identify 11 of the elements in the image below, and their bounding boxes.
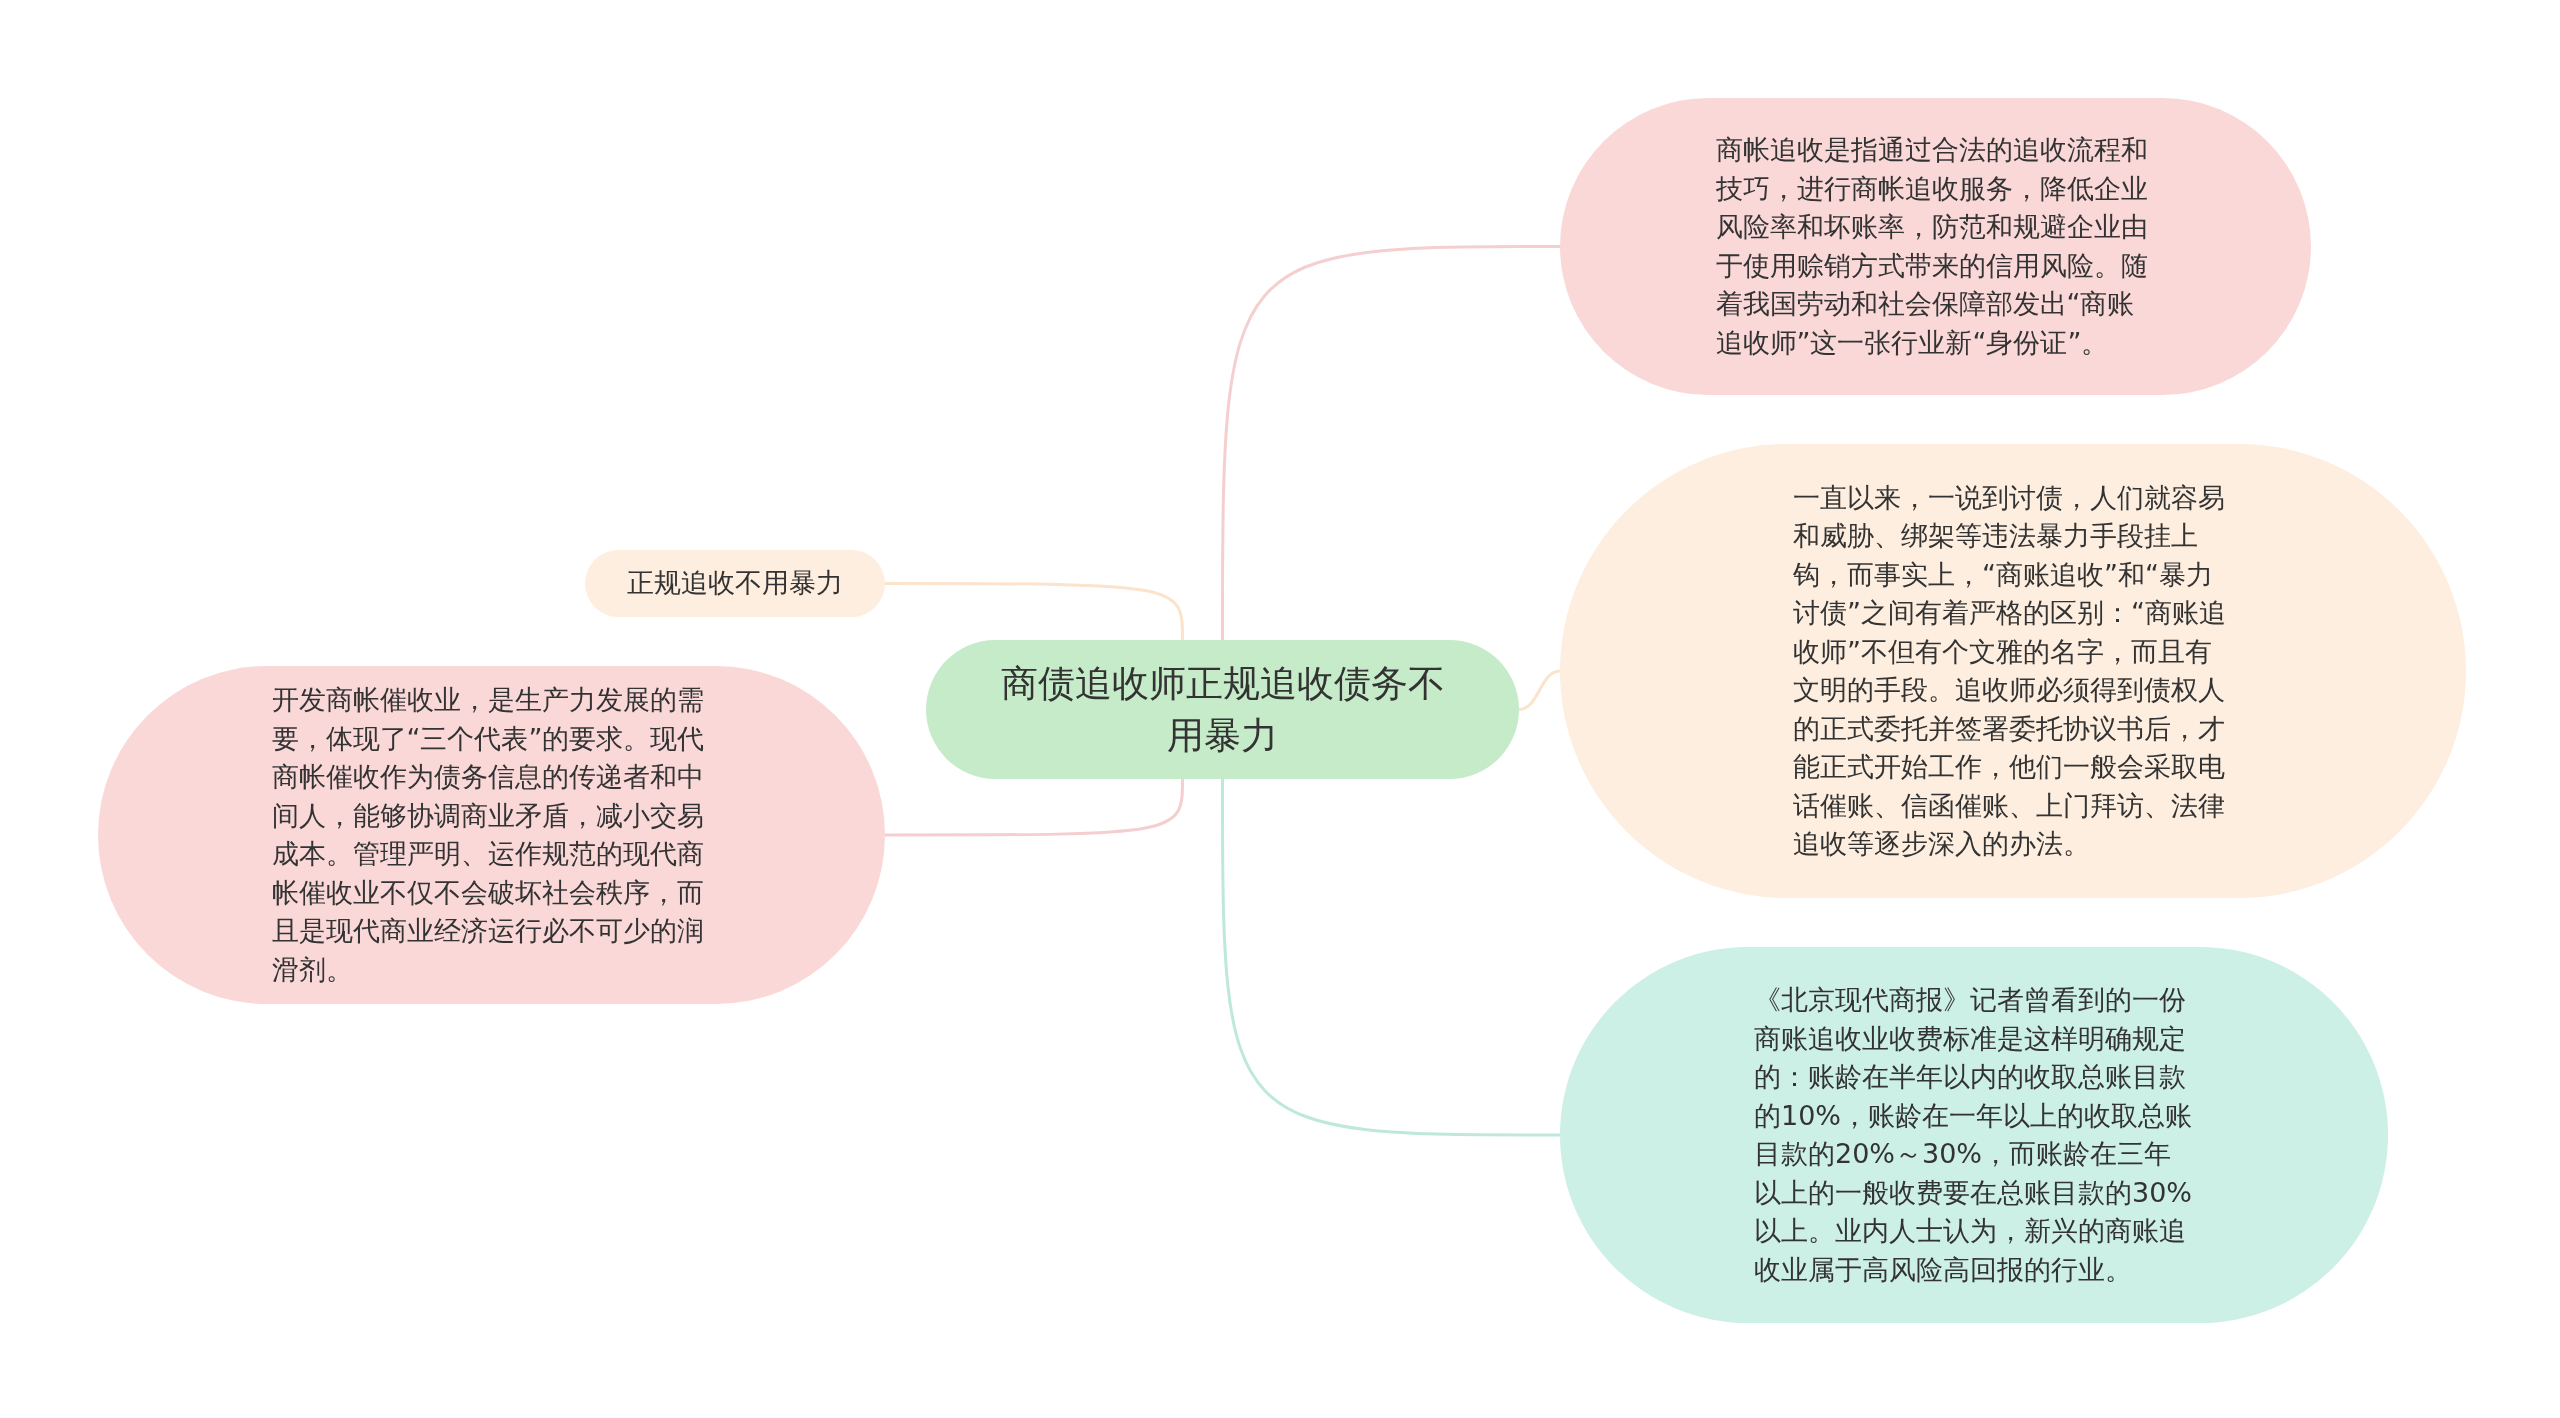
- connector-line: [1221, 779, 1560, 1137]
- text-box: 商帐追收是指通过合法的追收流程和技巧，进行商帐追收服务，降低企业风险率和坏账率，防范和规避企业由于使用赊销方式带来的信用风险。随着我国劳动和社会保障部发出“商账追收师”这一张行业新“身份证”。: [1560, 98, 2311, 395]
- connector-line: [885, 582, 1184, 641]
- topic-box: 商债追收师正规追收债务不用暴力: [926, 640, 1519, 779]
- connector-line: [1518, 669, 1561, 711]
- connector-line: [885, 778, 1184, 837]
- text-box: 一直以来，一说到讨债，人们就容易和威胁、绑架等违法暴力手段挂上钩，而事实上，“商账追收”和“暴力讨债”之间有着严格的区别：“商账追收师”不但有个文雅的名字，而且有文明的手段。追收师必须得到债权人的正式委托并签署委托协议书后，才能正式开始工作，他们一般会采取电话催账、信函催账、上门拜访、法律追收等逐步深入的办法。: [1560, 444, 2466, 898]
- text-box: 开发商帐催收业，是生产力发展的需要，体现了“三个代表”的要求。现代商帐催收作为债务信息的传递者和中间人，能够协调商业矛盾，减小交易成本。管理严明、运作规范的现代商帐催收业不仅不会破坏社会秩序，而且是现代商业经济运行必不可少的润滑剂。: [98, 666, 885, 1004]
- text-box: 《北京现代商报》记者曾看到的一份商账追收业收费标准是这样明确规定的：账龄在半年以内的收取总账目款的10%，账龄在一年以上的收取总账目款的20%～30%，而账龄在三年以上的一般收费要在总账目款的30%以上。业内人士认为，新兴的商账追收业属于高风险高回报的行业。: [1560, 947, 2388, 1323]
- subtopic-box: 正规追收不用暴力: [585, 550, 885, 617]
- connector-line: [1221, 245, 1560, 640]
